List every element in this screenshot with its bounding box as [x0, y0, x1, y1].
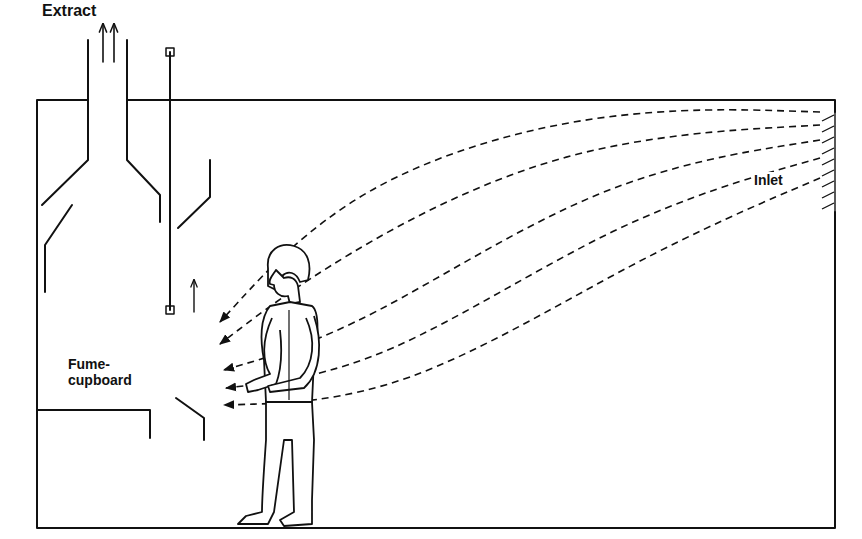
worktop: [37, 410, 150, 438]
sash: [169, 52, 171, 310]
grille-slat: [822, 159, 834, 165]
grille-slat: [822, 181, 834, 187]
grille-slat: [822, 170, 834, 176]
inlet-label: Inlet: [752, 172, 785, 188]
grille-slat: [822, 126, 834, 132]
fume-cupboard-label: Fume- cupboard: [66, 356, 148, 388]
hood-wall: [42, 100, 88, 205]
grille-slat: [822, 148, 834, 154]
hood-front: [178, 160, 210, 228]
extract-arrow: [102, 24, 104, 62]
grille-slat: [822, 192, 834, 198]
sash-weight: [166, 306, 174, 314]
grille-slat: [822, 115, 834, 121]
ceiling: [127, 100, 835, 112]
sash-pulley: [166, 48, 174, 56]
airflow-line: [220, 110, 820, 322]
sash-arrow: [193, 280, 194, 312]
airflow-line: [224, 178, 820, 405]
person-figure: [238, 245, 319, 526]
grille-slat: [822, 137, 834, 143]
extract-arrow: [113, 24, 115, 62]
room-wall: [37, 100, 835, 528]
grille-slat: [822, 203, 834, 209]
inlet-grille: [834, 112, 835, 212]
baffle: [45, 205, 72, 292]
duct-wall: [126, 40, 128, 100]
hood-wall: [127, 100, 160, 222]
aerofoil-sill: [176, 398, 204, 440]
extract-label: Extract: [40, 2, 98, 20]
duct-wall: [87, 40, 89, 100]
